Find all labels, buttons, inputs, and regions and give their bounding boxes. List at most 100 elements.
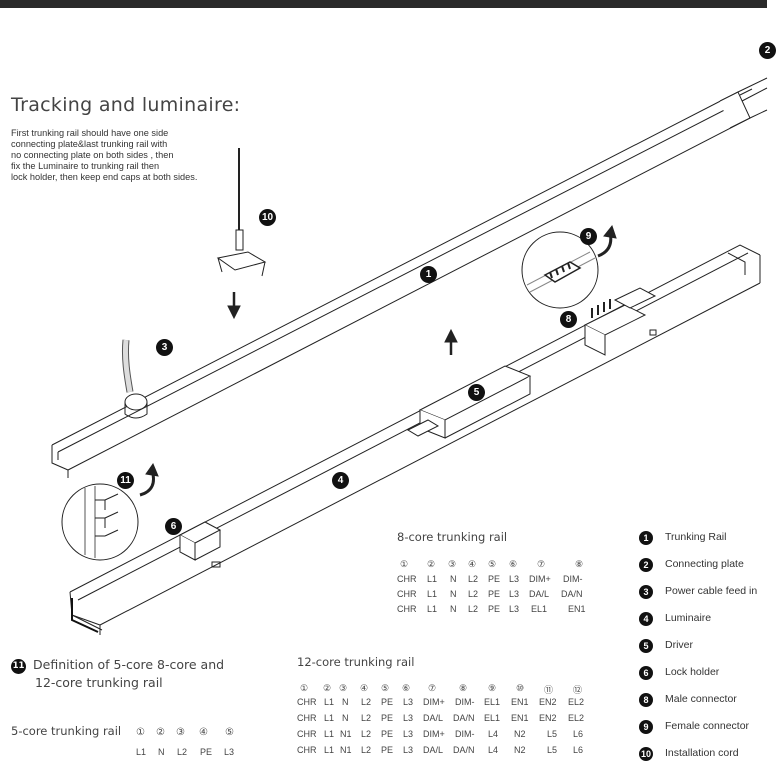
table-cell: CHR xyxy=(397,574,417,584)
table-cell: L5 xyxy=(547,745,558,755)
legend-number: 9 xyxy=(639,720,653,734)
callout-9: 9 xyxy=(580,228,597,245)
table-cell: PE xyxy=(488,589,501,599)
legend-number: 4 xyxy=(639,612,653,626)
table-cell: N xyxy=(450,589,457,599)
installation-cord-drawing xyxy=(216,148,267,277)
table-cell: DIM+ xyxy=(423,697,445,707)
callout-2: 2 xyxy=(759,42,776,59)
table-cell: L2 xyxy=(361,729,372,739)
definition-line: Definition of 5-core 8-core and xyxy=(33,657,225,672)
table-cell: DIM- xyxy=(563,574,583,584)
callout-6: 6 xyxy=(165,518,182,535)
table-cell: DA/L xyxy=(529,589,550,599)
legend-number: 1 xyxy=(639,531,653,545)
table-cell: EL2 xyxy=(568,713,585,723)
table-cell: PE xyxy=(381,697,394,707)
table-cell: ④ xyxy=(199,727,208,738)
table-cell: PE xyxy=(488,574,501,584)
legend-number: 2 xyxy=(639,558,653,572)
table-cell: N xyxy=(450,574,457,584)
table-cell: N xyxy=(342,713,349,723)
legend-label: Driver xyxy=(665,639,693,651)
definition-number: 11 xyxy=(11,659,26,674)
table-cell: L1 xyxy=(427,589,438,599)
table-cell: N2 xyxy=(514,729,526,739)
table-cell: ② xyxy=(156,727,165,738)
table-cell: L3 xyxy=(403,729,414,739)
table-cell: CHR xyxy=(397,604,417,614)
callout-10: 10 xyxy=(259,209,276,226)
table-cell: DA/N xyxy=(453,713,475,723)
table-cell: N xyxy=(450,604,457,614)
table-cell: N xyxy=(342,697,349,707)
table-cell: L1 xyxy=(324,745,335,755)
callout-1: 1 xyxy=(420,266,437,283)
table-cell: L3 xyxy=(403,713,414,723)
table-cell: L3 xyxy=(509,574,520,584)
table-cell: CHR xyxy=(297,745,317,755)
table-cell: DIM+ xyxy=(423,729,445,739)
legend-label: Male connector xyxy=(665,693,737,705)
callout-11: 11 xyxy=(117,472,134,489)
rail12-title: 12-core trunking rail xyxy=(297,655,415,669)
table-cell: L5 xyxy=(547,729,558,739)
female-connector-detail xyxy=(521,231,599,309)
legend-label: Trunking Rail xyxy=(665,531,727,543)
table-cell: ⑦ xyxy=(428,683,437,693)
table-cell: L1 xyxy=(324,697,335,707)
table-cell: PE xyxy=(200,747,213,757)
trunking-rail-drawing xyxy=(51,77,768,478)
legend-label: Lock holder xyxy=(665,666,720,678)
table-cell: ③ xyxy=(176,727,185,738)
table-cell: DA/L xyxy=(423,713,444,723)
table-cell: DIM+ xyxy=(529,574,551,584)
table-cell: ⑧ xyxy=(459,683,468,693)
page-title: Tracking and luminaire: xyxy=(11,94,241,116)
table-cell: EN2 xyxy=(539,713,557,723)
table-cell: ① xyxy=(136,727,145,738)
legend-number: 8 xyxy=(639,693,653,707)
table-cell: ⑧ xyxy=(575,559,584,569)
table-cell: L3 xyxy=(403,697,414,707)
table-cell: ⑥ xyxy=(509,559,518,569)
intro-text: First trunking rail should have one side… xyxy=(11,128,229,183)
table-cell: L2 xyxy=(361,697,372,707)
callout-3: 3 xyxy=(156,339,173,356)
table-cell: L3 xyxy=(509,604,520,614)
table-cell: ⑫ xyxy=(573,685,583,695)
legend-number: 6 xyxy=(639,666,653,680)
rail5-title: 5-core trunking rail xyxy=(11,724,122,738)
table-cell: ④ xyxy=(360,683,369,693)
table-cell: EL1 xyxy=(484,697,501,707)
table-cell: L6 xyxy=(573,745,584,755)
table-cell: ⑥ xyxy=(402,683,411,693)
callout-4: 4 xyxy=(332,472,349,489)
table-cell: EL1 xyxy=(484,713,501,723)
table-cell: EN1 xyxy=(511,713,529,723)
table-cell: ② xyxy=(323,683,332,693)
table-cell: L2 xyxy=(177,747,188,757)
callout-8: 8 xyxy=(560,311,577,328)
table-cell: EL2 xyxy=(568,697,585,707)
table-cell: L2 xyxy=(468,589,479,599)
legend-label: Installation cord xyxy=(665,747,739,759)
table-cell: DA/L xyxy=(423,745,444,755)
table-cell: EN1 xyxy=(568,604,586,614)
table-cell: EL1 xyxy=(531,604,548,614)
table-cell: L2 xyxy=(361,713,372,723)
table-cell: DA/N xyxy=(561,589,583,599)
callout-5: 5 xyxy=(468,384,485,401)
legend-label: Female connector xyxy=(665,720,750,732)
table-cell: ④ xyxy=(468,559,477,569)
table-cell: L4 xyxy=(488,745,499,755)
table-cell: ③ xyxy=(448,559,457,569)
top-bar xyxy=(0,0,767,8)
legend-label: Connecting plate xyxy=(665,558,744,570)
table-cell: ⑤ xyxy=(225,727,234,738)
table-cell: ⑨ xyxy=(488,683,497,693)
table-cell: DIM- xyxy=(455,697,475,707)
table-cell: ⑪ xyxy=(544,685,554,695)
rail8-title: 8-core trunking rail xyxy=(397,530,508,544)
